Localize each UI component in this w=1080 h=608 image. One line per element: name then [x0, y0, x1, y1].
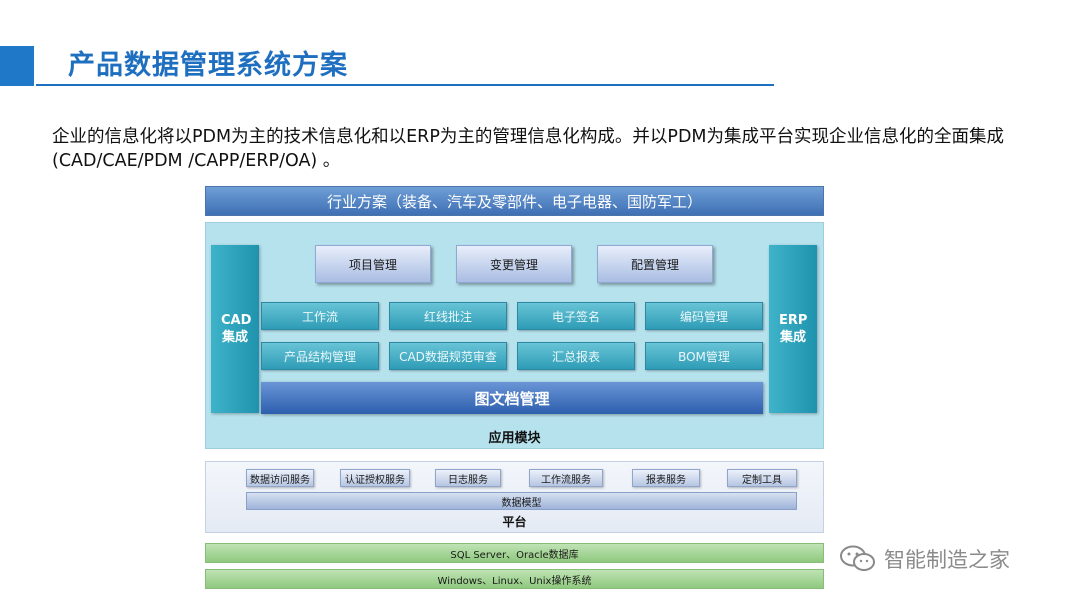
- service-log: 日志服务: [435, 469, 501, 487]
- page-title: 产品数据管理系统方案: [68, 50, 348, 81]
- database-layer: SQL Server、Oracle数据库: [205, 543, 824, 563]
- intro-paragraph: 企业的信息化将以PDM为主的技术信息化和以ERP为主的管理信息化构成。并以PDM…: [52, 127, 1005, 171]
- service-report: 报表服务: [632, 469, 700, 487]
- platform-label: 平台: [502, 514, 527, 529]
- service-auth: 认证授权服务: [340, 469, 410, 487]
- cad-integration-block: CAD集成: [211, 245, 259, 413]
- module-bom-management: BOM管理: [645, 342, 763, 370]
- service-data-access: 数据访问服务: [246, 469, 314, 487]
- module-redline-annotation: 红线批注: [389, 302, 507, 330]
- module-e-signature: 电子签名: [517, 302, 635, 330]
- document-management-bar: 图文档管理: [261, 382, 763, 414]
- application-modules-label: 应用模块: [488, 430, 541, 446]
- industry-solutions-bar: 行业方案（装备、汽车及零部件、电子电器、国防军工）: [205, 186, 824, 216]
- erp-integration-label: ERP集成: [779, 313, 808, 345]
- project-management-box: 项目管理: [315, 245, 431, 283]
- change-management-box: 变更管理: [456, 245, 572, 283]
- module-product-structure: 产品结构管理: [261, 342, 379, 370]
- title-underline: [36, 84, 774, 86]
- watermark: 智能制造之家: [838, 541, 1010, 577]
- module-workflow: 工作流: [261, 302, 379, 330]
- erp-integration-block: ERP集成: [769, 245, 817, 413]
- module-coding-management: 编码管理: [645, 302, 763, 330]
- cad-integration-label: CAD集成: [221, 313, 252, 345]
- module-summary-report: 汇总报表: [517, 342, 635, 370]
- watermark-text: 智能制造之家: [884, 548, 1010, 572]
- module-cad-data-review: CAD数据规范审查: [389, 342, 507, 370]
- service-custom-tools: 定制工具: [727, 469, 797, 487]
- title-accent-bar: [0, 46, 34, 86]
- service-workflow: 工作流服务: [529, 469, 603, 487]
- configuration-management-box: 配置管理: [597, 245, 713, 283]
- wechat-icon: [840, 545, 875, 571]
- data-model-bar: 数据模型: [246, 492, 797, 510]
- os-layer: Windows、Linux、Unix操作系统: [205, 569, 824, 589]
